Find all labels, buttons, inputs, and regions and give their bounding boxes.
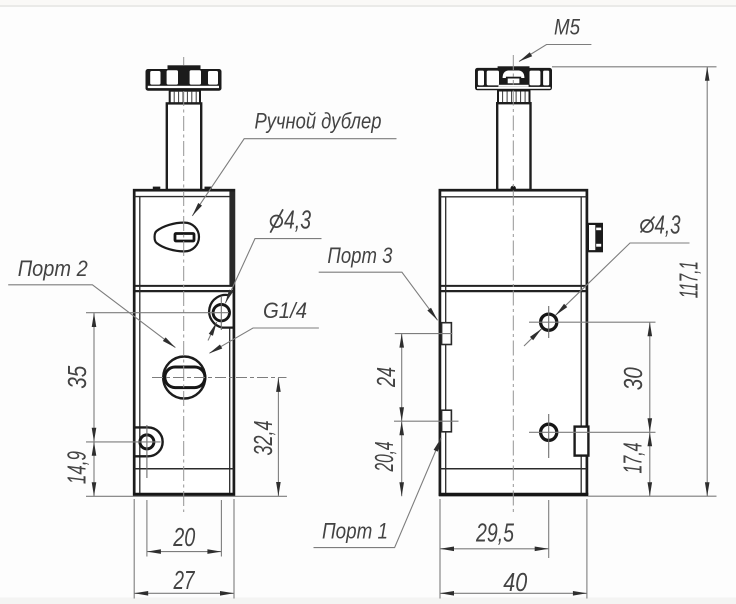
svg-text:35: 35 — [62, 365, 92, 388]
svg-text:30: 30 — [618, 367, 648, 390]
svg-text:20: 20 — [173, 522, 196, 552]
svg-text:117,1: 117,1 — [673, 261, 703, 298]
svg-text:Ручной дублер: Ручной дублер — [255, 109, 382, 134]
svg-text:Порт 2: Порт 2 — [18, 256, 88, 281]
svg-text:20,4: 20,4 — [369, 442, 399, 473]
svg-text:4,3: 4,3 — [655, 210, 681, 240]
svg-text:24: 24 — [371, 367, 401, 388]
svg-text:4,3: 4,3 — [284, 205, 311, 235]
svg-text:M5: M5 — [554, 15, 581, 40]
svg-text:G1/4: G1/4 — [263, 298, 307, 323]
svg-text:14,9: 14,9 — [62, 451, 92, 484]
svg-text:27: 27 — [173, 565, 196, 595]
svg-text:29,5: 29,5 — [475, 518, 514, 548]
svg-text:Порт 3: Порт 3 — [327, 243, 393, 268]
svg-text:Порт 1: Порт 1 — [322, 519, 388, 544]
svg-text:17,4: 17,4 — [617, 443, 647, 474]
svg-text:40: 40 — [503, 567, 527, 597]
svg-text:32,4: 32,4 — [248, 421, 278, 456]
